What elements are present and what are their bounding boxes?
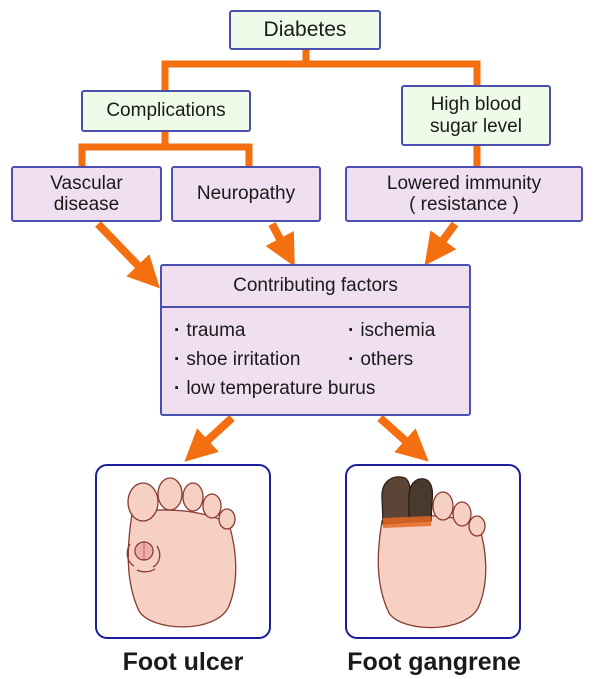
arrow-factors-to-ulcer	[195, 418, 232, 452]
arrow-neuropathy-to-factors	[272, 224, 288, 254]
lowered-immunity-box: Lowered immunity ( resistance )	[345, 166, 583, 222]
factor-trauma: trauma	[174, 320, 245, 342]
complications-box: Complications	[81, 90, 251, 132]
foot-gangrene-caption: Foot gangrene	[323, 648, 545, 677]
arrow-immunity-to-factors	[433, 224, 455, 254]
factor-others: others	[348, 349, 413, 371]
foot-gangrene-illustration	[347, 466, 519, 637]
high-blood-sugar-box: High blood sugar level	[401, 85, 551, 146]
factor-shoe-irritation: shoe irritation	[174, 349, 300, 371]
foot-gangrene-frame	[345, 464, 521, 639]
contributing-factors-title: Contributing factors	[162, 266, 469, 308]
arrow-factors-to-gangrene	[380, 418, 418, 452]
foot-ulcer-frame	[95, 464, 271, 639]
contributing-factors-box: Contributing factors trauma ischemia sho…	[160, 264, 471, 416]
foot-ulcer-caption: Foot ulcer	[95, 648, 271, 677]
foot-ulcer-illustration	[97, 466, 269, 637]
factor-low-temperature: low temperature burus	[174, 378, 375, 400]
arrow-vascular-to-factors	[98, 224, 150, 278]
vascular-disease-box: Vascular disease	[11, 166, 162, 222]
diabetes-box: Diabetes	[229, 10, 381, 50]
factor-ischemia: ischemia	[348, 320, 435, 342]
neuropathy-box: Neuropathy	[171, 166, 321, 222]
